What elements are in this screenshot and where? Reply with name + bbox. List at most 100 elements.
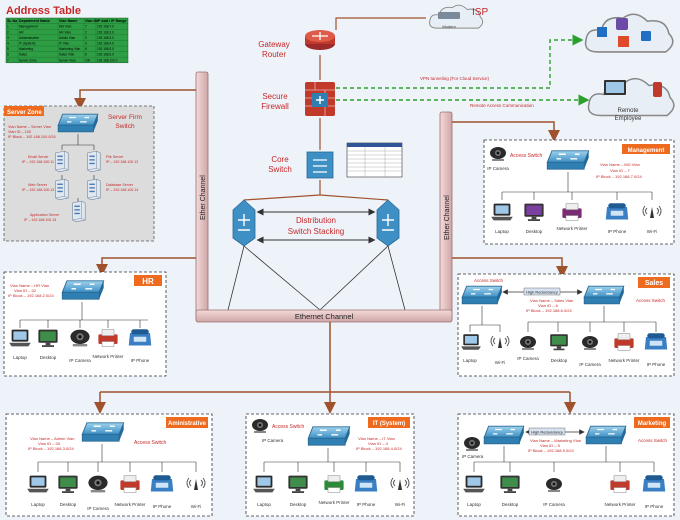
address-table-header: Department Name [19,19,50,23]
management-tab [622,144,670,154]
sales-printer-label: Network Printer [608,358,640,363]
server-switch-label-1: Server Firm [108,114,142,121]
marketing-switch-right-icon [585,425,627,445]
hr-tab [134,275,162,286]
vpn-tunnel-link [336,34,584,89]
sales-phone-icon [644,333,668,350]
administrative-camera-label: IP Camera [87,506,109,511]
address-table-cell: 4 [7,42,9,46]
hr-vlan-name: Vlan Name – HR Vlan [10,283,49,288]
hr-camera-label: IP Camera [69,358,91,363]
address-table-cell: Administrative [19,36,39,40]
remote-employee-label-2: Employee [615,116,642,122]
address-table-cell: HR Vlan [59,30,71,34]
sales-switch-left-label: Access Switch [474,278,504,283]
vpn-label: VPN tunneling (For Cloud Service) [420,76,490,81]
marketing-high-redundancy-label: High Redundancy [531,430,563,435]
hr-desktop-label: Desktop [40,355,57,360]
database-server-name: Database Server [106,183,134,187]
it-switch-label: Access Switch [272,424,304,430]
core-switch-icon [306,151,334,179]
management-camera-label: IP Camera [487,166,509,171]
administrative-ip-block: IP Block – 192.168.3.0/24 [28,446,75,451]
server-switch-label-2: Switch [115,123,135,130]
address-table-header: Vlan Name [59,19,77,23]
cloud-services [584,13,674,53]
ethernet-channel-label: Ethernet Channel [295,312,354,321]
web-server-icon [55,178,69,200]
marketing-camera-label-2: IP Camera [543,502,565,507]
ether-channel-right-label: Ether Channel [444,195,451,240]
isp-label: ISP [472,7,488,18]
it-ip-block: IP Block – 192.168.4.0/24 [356,446,403,451]
address-table-cell: 3 [7,36,9,40]
hr-switch-icon [61,280,105,300]
distribution-switch-right [376,199,400,247]
web-server-name: Web Server [28,183,48,187]
secure-firewall [305,82,335,116]
application-server-icon [72,200,86,222]
address-table-header: SL No [7,19,18,23]
distribution-label-1: Distribution [296,216,336,225]
address-table-cell: Marketing Vlan [59,47,80,51]
marketing-desktop-label: Desktop [502,502,519,507]
sales-laptop-label: Laptop [463,358,477,363]
management-printer-label: Network Printer [556,226,588,231]
management-phone-label: IP Phone [608,229,627,234]
management-vlan-name: Vlan Name – MG Vlan [600,162,640,167]
it-phone-label: IP Phone [357,502,376,507]
it-desktop-label: Desktop [290,502,307,507]
it-laptop-icon [253,475,275,493]
sales-camera-label-2: IP Camera [579,362,601,367]
hr-phone-icon [128,329,152,346]
server-zone-tab [4,106,44,116]
address-table-cell: 5 [85,47,87,51]
core-switch-label-2: Switch [268,165,292,174]
email-server-ip: IP – 192.168.100.11 [22,160,54,164]
remote-access-label: Remote Access Communication [470,103,534,108]
hr-vlan-id: Vlan ID – 02 [14,288,37,293]
routing-table-thumbnail [346,142,403,178]
hr-printer-label: Network Printer [92,354,124,359]
marketing-camera-label: IP Camera [462,454,484,459]
address-table-cell: MG Vlan [59,25,72,29]
address-table-cell: 192.168.7.0 [97,25,114,29]
address-table-header: IP Add / IP Range [97,19,127,23]
address-table-title: Address Table [6,5,81,17]
hr-laptop-icon [9,329,31,347]
web-server-ip: IP – 192.168.100.13 [22,188,54,192]
address-table-cell: 1 [7,25,9,29]
hr-phone-label: IP Phone [131,358,150,363]
management-switch-label: Access Switch [510,153,542,159]
administrative-desktop-label: Desktop [60,502,77,507]
address-table-cell: Admin Vlan [59,36,76,40]
address-table-cell: Server Vlan [59,58,76,62]
sales-tab [638,277,670,288]
hr-panel: HR Vlan Name – HR Vlan Vlan ID – 02 IP B… [3,271,167,377]
sales-high-redundancy-label: High Redundancy [526,290,558,295]
management-laptop-label: Laptop [495,229,509,234]
server-zone-panel: Server Zone Server Firm Switch Vlan Name… [3,105,155,242]
sales-title: Sales [645,280,663,287]
administrative-tab [166,417,208,428]
management-phone-icon [605,203,629,220]
address-table-cell: 4 [85,42,87,46]
administrative-laptop-icon [27,475,49,493]
remote-phone-icon [653,82,662,97]
address-table-cell: 192.168.3.0 [97,36,114,40]
firewall-label-2: Firewall [261,102,289,111]
address-table-cell: 6 [7,53,9,57]
sales-laptop-icon [461,334,481,350]
address-table-cell: IT Vlan [59,42,69,46]
teams-icon [616,18,628,30]
firewall-label-1: Secure [262,92,288,101]
server-firm-switch-icon [57,113,99,133]
administrative-vlan-id: Vlan ID – 03 [38,441,61,446]
marketing-vlan-name: Vlan Name – Marketing Vlan [530,438,581,443]
marketing-phone-label: IP Phone [645,504,664,509]
ethernet-channel-bottom [195,309,453,323]
file-server-icon [87,150,101,172]
it-tab [368,417,410,428]
address-table-cell: HR [19,30,24,34]
